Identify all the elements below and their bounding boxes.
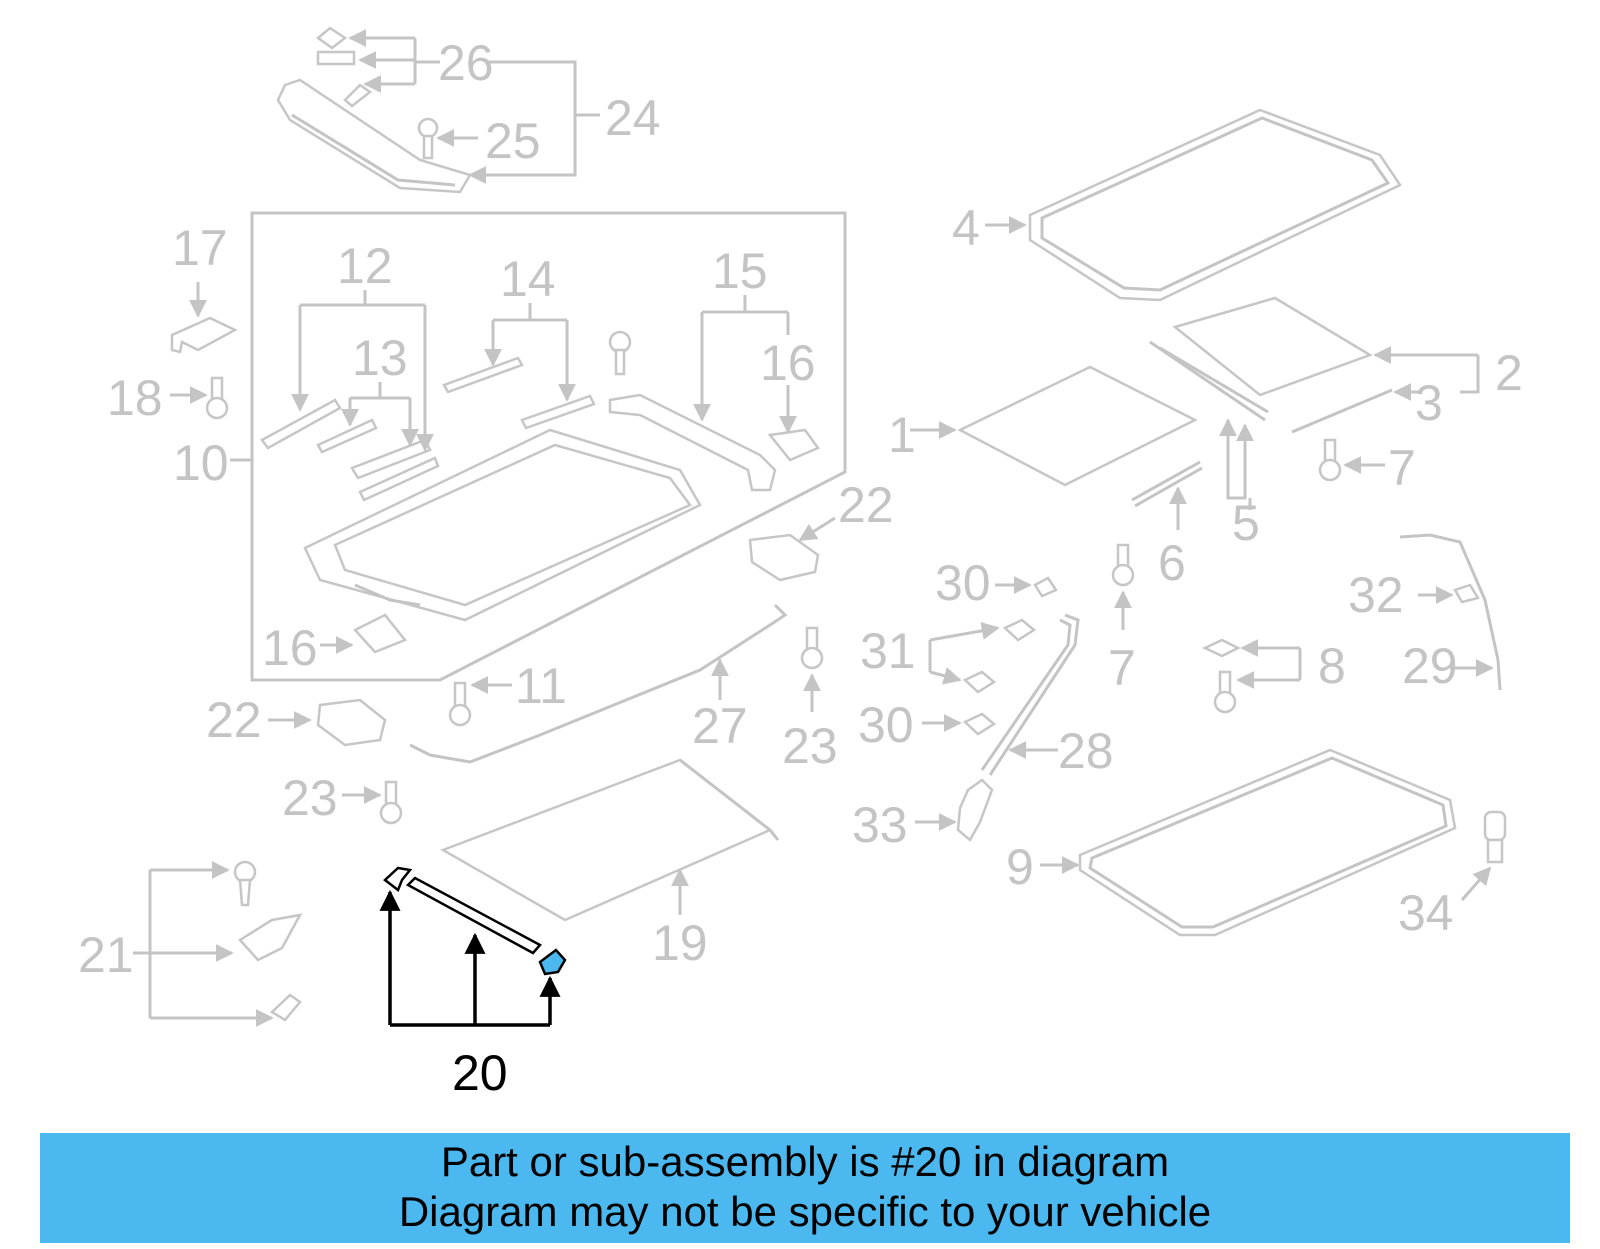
- callout-24: 24: [605, 90, 661, 146]
- part-4-9-seals: [985, 108, 1457, 937]
- callout-25: 25: [485, 113, 541, 169]
- callout-31: 31: [860, 623, 916, 679]
- callout-5: 5: [1232, 495, 1260, 551]
- callout-19: 19: [652, 915, 708, 971]
- info-banner: Part or sub-assembly is #20 in diagram D…: [40, 1133, 1570, 1243]
- callout-3: 3: [1415, 375, 1443, 431]
- part-17-18-bracket-bolt: [170, 282, 238, 420]
- callout-30a: 30: [935, 555, 991, 611]
- part-21-clips: [133, 860, 303, 1027]
- callout-28: 28: [1058, 723, 1114, 779]
- callout-23b: 23: [282, 770, 338, 826]
- callout-17: 17: [172, 220, 228, 276]
- callout-7b: 7: [1108, 640, 1136, 696]
- callout-27: 27: [692, 698, 748, 754]
- callout-14: 14: [500, 251, 556, 307]
- callout-9: 9: [1006, 839, 1034, 895]
- callout-8: 8: [1318, 638, 1346, 694]
- callout-7a: 7: [1388, 440, 1416, 496]
- callout-16a: 16: [760, 335, 816, 391]
- callout-12: 12: [337, 238, 393, 294]
- callout-32: 32: [1348, 567, 1404, 623]
- callout-18: 18: [107, 370, 163, 426]
- callout-6: 6: [1158, 535, 1186, 591]
- part-1-2-3-glass-panels: [910, 296, 1480, 714]
- callout-29: 29: [1402, 638, 1458, 694]
- callout-13: 13: [352, 330, 408, 386]
- part-19-sunshade: [440, 758, 780, 922]
- callout-15: 15: [712, 243, 768, 299]
- part-24-trim-bracket: [276, 26, 472, 194]
- callout-1: 1: [888, 407, 916, 463]
- callout-16b: 16: [262, 620, 318, 676]
- callout-labels: 26 24 25 17 12 14 15 13 16 18 10 16 22 2…: [78, 35, 1523, 1101]
- callout-21: 21: [78, 927, 134, 983]
- callout-22a: 22: [838, 477, 894, 533]
- callout-lines-24-25-26: [348, 29, 600, 184]
- callout-10: 10: [173, 435, 229, 491]
- part-28-34-drain-hoses: [915, 533, 1507, 901]
- callout-26: 26: [438, 35, 494, 91]
- part-10-frame-assembly: [250, 211, 847, 682]
- parts-diagram: 26 24 25 17 12 14 15 13 16 18 10 16 22 2…: [78, 26, 1523, 1101]
- callout-11: 11: [515, 658, 567, 714]
- callout-20: 20: [452, 1045, 508, 1101]
- callout-22b: 22: [206, 692, 262, 748]
- callout-2: 2: [1495, 345, 1523, 401]
- callout-lines-10-16: [230, 290, 797, 654]
- part-22-23-11-27: [268, 516, 836, 825]
- callout-34: 34: [1398, 885, 1454, 941]
- callout-23a: 23: [782, 718, 838, 774]
- banner-line-1: Part or sub-assembly is #20 in diagram: [440, 1138, 1170, 1185]
- callout-4: 4: [952, 200, 980, 256]
- callout-30b: 30: [858, 697, 914, 753]
- callout-33: 33: [852, 797, 908, 853]
- banner-line-2: Diagram may not be specific to your vehi…: [398, 1188, 1212, 1235]
- part-20-highlighted: [379, 866, 567, 1027]
